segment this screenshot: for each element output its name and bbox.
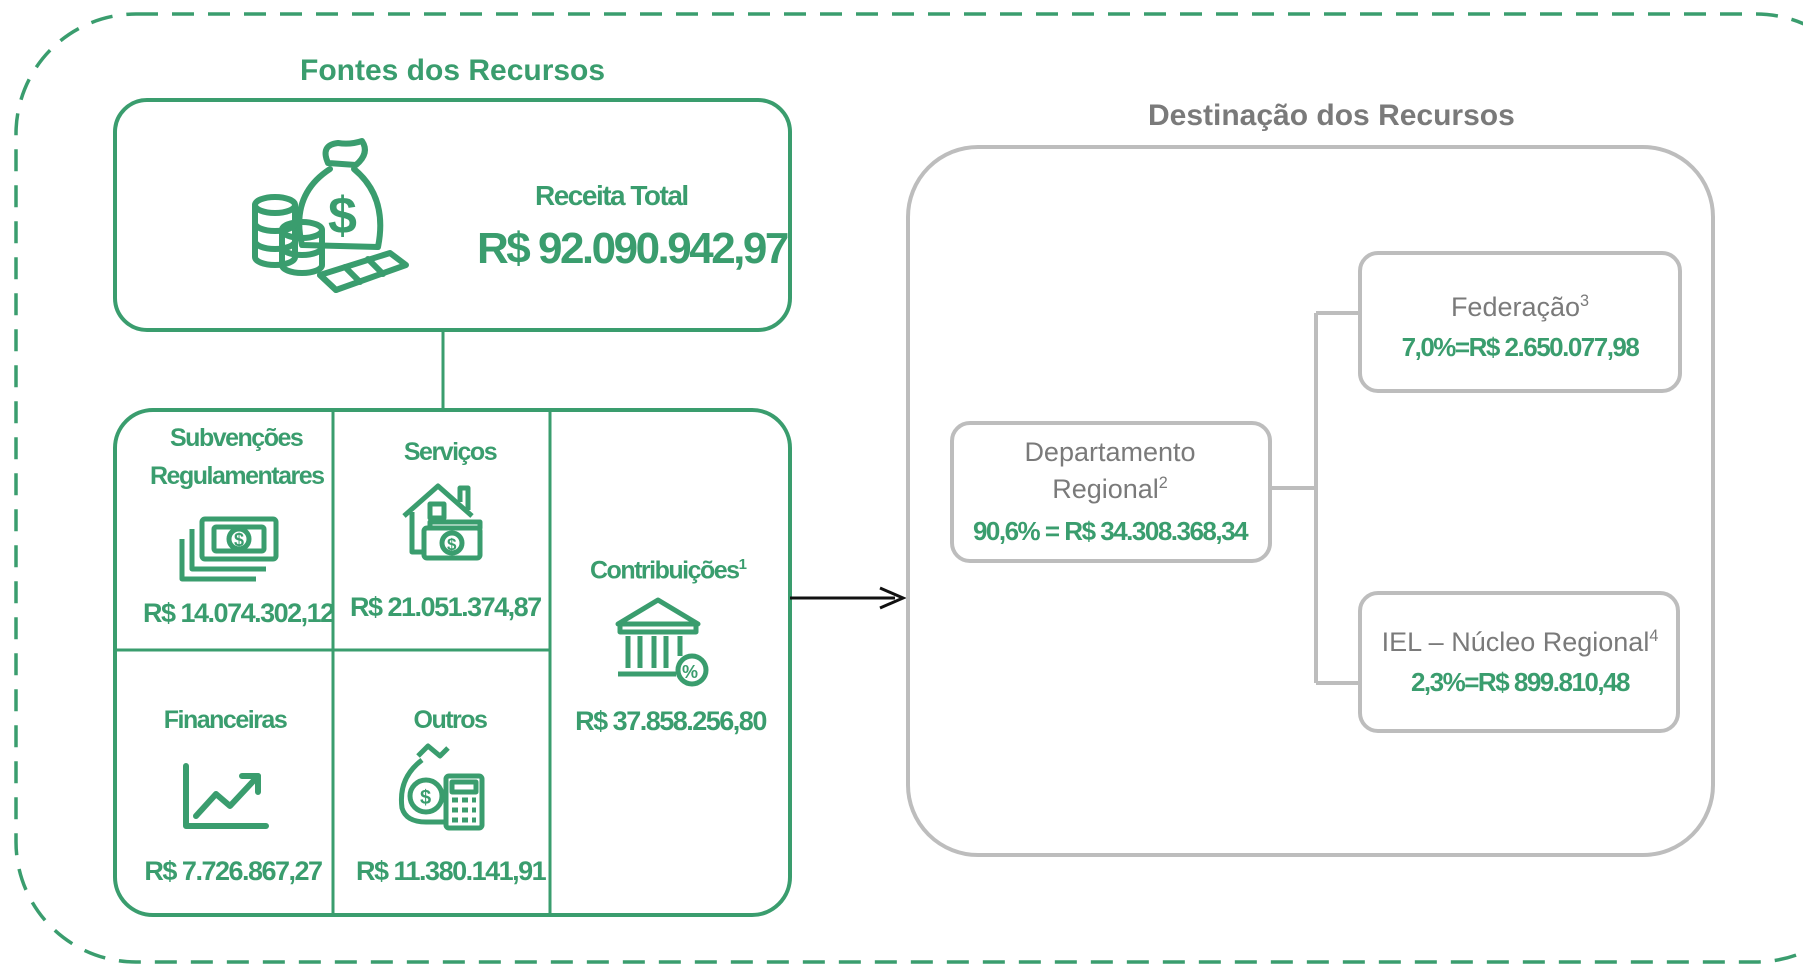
regional-label-1: Departamento: [1024, 437, 1196, 467]
banknotes-stack-icon: $: [179, 516, 279, 582]
regional-label-text: Regional: [1052, 474, 1159, 504]
house-money-icon: $: [402, 483, 483, 561]
footnote-2: 2: [1158, 474, 1168, 492]
subvencoes-label-2: Regulamentares: [150, 462, 325, 490]
outros-value: R$ 11.380.141,91: [356, 856, 547, 886]
contribuicoes-label-text: Contribuições: [590, 556, 740, 585]
servicos-label: Serviços: [403, 438, 498, 466]
outer-dashed-border: [14, 12, 1803, 964]
sources-grid-box: [113, 408, 792, 917]
footnote-1: 1: [738, 556, 747, 573]
federacao-label-text: Federação: [1450, 292, 1581, 322]
svg-text:$: $: [328, 187, 357, 245]
federacao-value: 7,0%=R$ 2.650.077,98: [1401, 332, 1640, 362]
regional-label-2: Regional2: [1010, 474, 1210, 505]
financeiras-label: Financeiras: [163, 706, 288, 734]
svg-text:$: $: [234, 530, 244, 550]
iel-label-text: IEL – Núcleo Regional: [1381, 627, 1650, 657]
regional-value: 90,6% = R$ 34.308.368,34: [972, 516, 1249, 546]
servicos-value: R$ 21.051.374,87: [350, 592, 542, 622]
total-box: [113, 98, 792, 332]
outros-label: Outros: [413, 706, 488, 734]
destination-title: Destinação dos Recursos: [1148, 99, 1515, 132]
federacao-label: Federação3: [1420, 292, 1620, 323]
money-bag-coins-icon: $: [252, 138, 409, 293]
svg-text:$: $: [447, 535, 457, 554]
bank-percent-icon: %: [615, 597, 709, 687]
subvencoes-label-1: Subvenções: [170, 424, 304, 452]
total-label: Receita Total: [535, 180, 689, 211]
contribuicoes-label: Contribuições1: [590, 556, 747, 585]
growth-chart-icon: [183, 763, 269, 829]
subvencoes-value: R$ 14.074.302,12: [143, 598, 335, 628]
svg-text:%: %: [682, 662, 698, 682]
money-bag-calculator-icon: $: [398, 743, 485, 831]
destination-box: [906, 145, 1715, 857]
federacao-box: [1358, 251, 1682, 393]
iel-label: IEL – Núcleo Regional4: [1370, 627, 1670, 658]
total-value: R$ 92.090.942,97: [477, 224, 789, 273]
footnote-4: 4: [1649, 627, 1659, 645]
footnote-3: 3: [1580, 292, 1590, 310]
contribuicoes-value: R$ 37.858.256,80: [575, 706, 767, 736]
svg-text:$: $: [420, 787, 431, 809]
financeiras-value: R$ 7.726.867,27: [144, 856, 323, 886]
sources-title: Fontes dos Recursos: [300, 54, 606, 87]
iel-box: [1358, 591, 1680, 733]
iel-value: 2,3%=R$ 899.810,48: [1410, 667, 1631, 697]
regional-box: [950, 421, 1272, 563]
